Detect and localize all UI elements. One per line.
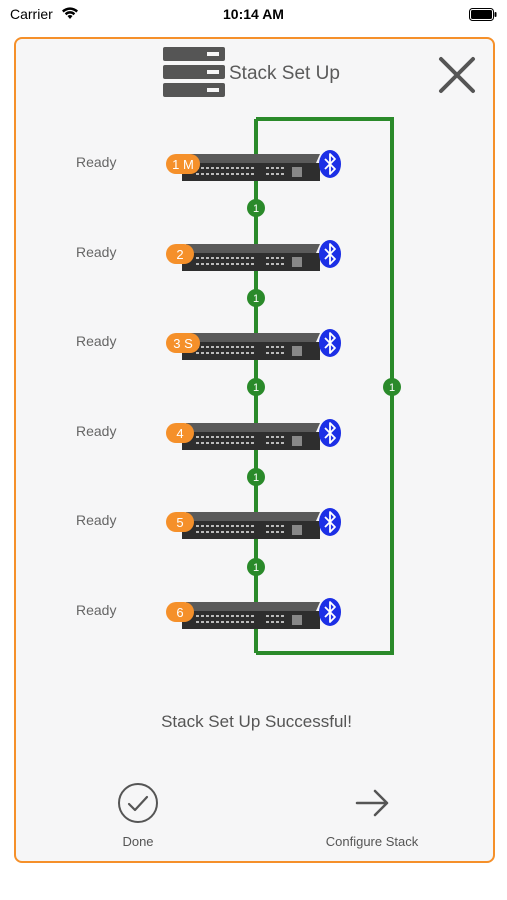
link-badge: 1 [247,289,265,307]
stack-setup-card: Stack Set Up 1 1 1 1 1 [14,37,495,863]
stack-member-6[interactable]: 6 [166,598,341,629]
member-3-status: Ready [76,333,117,349]
svg-text:1: 1 [253,472,259,484]
success-message: Stack Set Up Successful! [161,712,352,731]
bluetooth-icon [319,240,341,268]
stack-member-3[interactable]: 3 S [166,329,341,360]
link-badge: 1 [247,378,265,396]
status-bar: Carrier 10:14 AM [0,0,507,30]
svg-text:5: 5 [176,515,183,530]
link-badge: 1 [247,558,265,576]
configure-stack-button[interactable]: Configure Stack [302,782,442,849]
carrier-label: Carrier [10,6,53,22]
link-badge: 1 [247,468,265,486]
ring-link-badge: 1 [383,378,401,396]
arrow-right-icon [355,789,389,817]
stack-member-2[interactable]: 2 [166,240,341,271]
bluetooth-icon [319,329,341,357]
svg-text:1: 1 [253,293,259,305]
stack-topology-diagram: 1 1 1 1 1 1 1 M [166,117,401,655]
svg-text:1: 1 [253,203,259,215]
svg-text:3 S: 3 S [173,336,193,351]
svg-text:6: 6 [176,605,183,620]
ring-connection-line [256,117,394,655]
server-stack-icon [163,47,225,97]
wifi-icon [62,7,78,19]
svg-text:1 M: 1 M [172,157,194,172]
checkmark-circle-icon [118,783,158,823]
member-4-status: Ready [76,423,117,439]
svg-text:2: 2 [176,247,183,262]
svg-text:1: 1 [253,562,259,574]
svg-text:4: 4 [176,426,183,441]
member-1-status: Ready [76,154,117,170]
bluetooth-icon [319,508,341,536]
bluetooth-icon [319,419,341,447]
close-icon[interactable] [437,55,477,95]
member-6-status: Ready [76,602,117,618]
configure-stack-label: Configure Stack [325,834,419,849]
stack-member-4[interactable]: 4 [166,419,341,450]
svg-text:1: 1 [389,382,395,394]
page-title: Stack Set Up [229,63,340,84]
bluetooth-icon [319,598,341,626]
svg-text:1: 1 [253,382,259,394]
clock-time: 10:14 AM [223,6,284,22]
battery-icon [469,8,497,21]
done-label: Done [122,834,154,849]
done-button[interactable]: Done [68,782,208,849]
stack-member-1[interactable]: 1 M [166,150,341,181]
stack-member-5[interactable]: 5 [166,508,341,539]
link-badge: 1 [247,199,265,217]
member-5-status: Ready [76,512,117,528]
member-2-status: Ready [76,244,117,260]
bluetooth-icon [319,150,341,178]
